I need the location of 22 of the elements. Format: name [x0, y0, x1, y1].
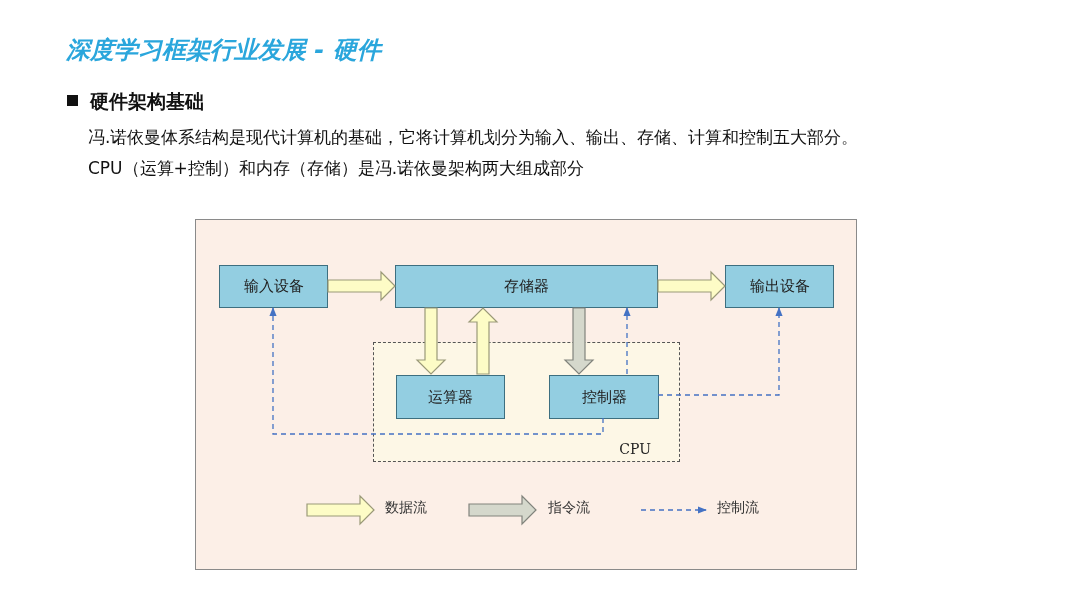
- component-box: 运算器: [396, 375, 505, 419]
- component-box: 控制器: [549, 375, 659, 419]
- data-flow-arrow: [657, 270, 726, 302]
- data-flow-arrow: [467, 307, 499, 375]
- data-flow-arrow: [415, 307, 447, 375]
- legend-label: 控制流: [717, 499, 759, 517]
- legend-label: 指令流: [548, 499, 590, 517]
- control-flow-arrow: [657, 307, 783, 396]
- component-box: 输入设备: [219, 265, 328, 308]
- data-flow-arrow: [327, 270, 396, 302]
- body-text: CPU（运算+控制）和内存（存储）是冯.诺依曼架构两大组成部分: [88, 157, 585, 180]
- cpu-dashed-box: [373, 342, 680, 462]
- legend-label: 数据流: [385, 499, 427, 517]
- group-label: CPU: [619, 441, 651, 457]
- section-heading: 硬件架构基础: [90, 89, 204, 114]
- control-flow-arrow: [623, 307, 631, 375]
- instruction-flow-arrow: [563, 307, 595, 375]
- component-box: 输出设备: [725, 265, 834, 308]
- body-text: 冯.诺依曼体系结构是现代计算机的基础，它将计算机划分为输入、输出、存储、计算和控制五大部分。: [88, 126, 859, 149]
- control-flow-arrow: [269, 307, 604, 435]
- component-box: 存储器: [395, 265, 658, 308]
- slide-title: 深度学习框架行业发展 - 硬件: [66, 35, 381, 66]
